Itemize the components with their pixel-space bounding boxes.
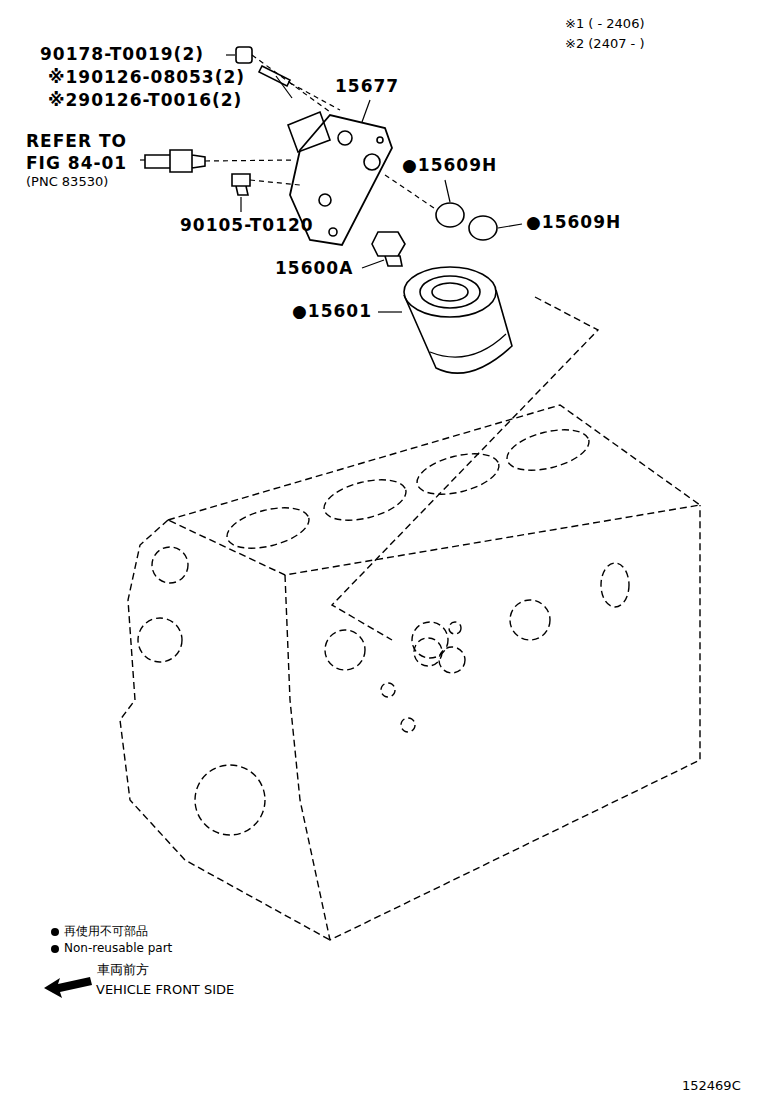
part-number: ●15601 [292, 301, 372, 321]
part-number: ※190126-08053(2) [48, 67, 245, 87]
direction-label: VEHICLE FRONT SIDE [96, 982, 234, 998]
note-text: ※2 (2407 - ) [565, 36, 644, 52]
reference-note: REFER TO FIG 84-01 [26, 130, 138, 174]
part-number: 15677 [335, 76, 399, 96]
legend-text: 再使用不可部品 [64, 924, 148, 938]
part-number: ●15609H [402, 155, 497, 175]
part-number: ●15609H [526, 212, 621, 232]
legend-text: Non-reusable part [64, 941, 172, 955]
figure-number: 152469C [682, 1078, 741, 1094]
reference-note: (PNC 83530) [26, 174, 108, 190]
part-number: ※290126-T0016(2) [48, 90, 242, 110]
part-number: 15600A [275, 258, 353, 278]
note-text: ※1 ( - 2406) [565, 16, 644, 32]
part-number: 90105-T0120 [180, 215, 314, 235]
direction-label: 車両前方 [97, 962, 149, 978]
part-number: 90178-T0019(2) [40, 44, 204, 64]
